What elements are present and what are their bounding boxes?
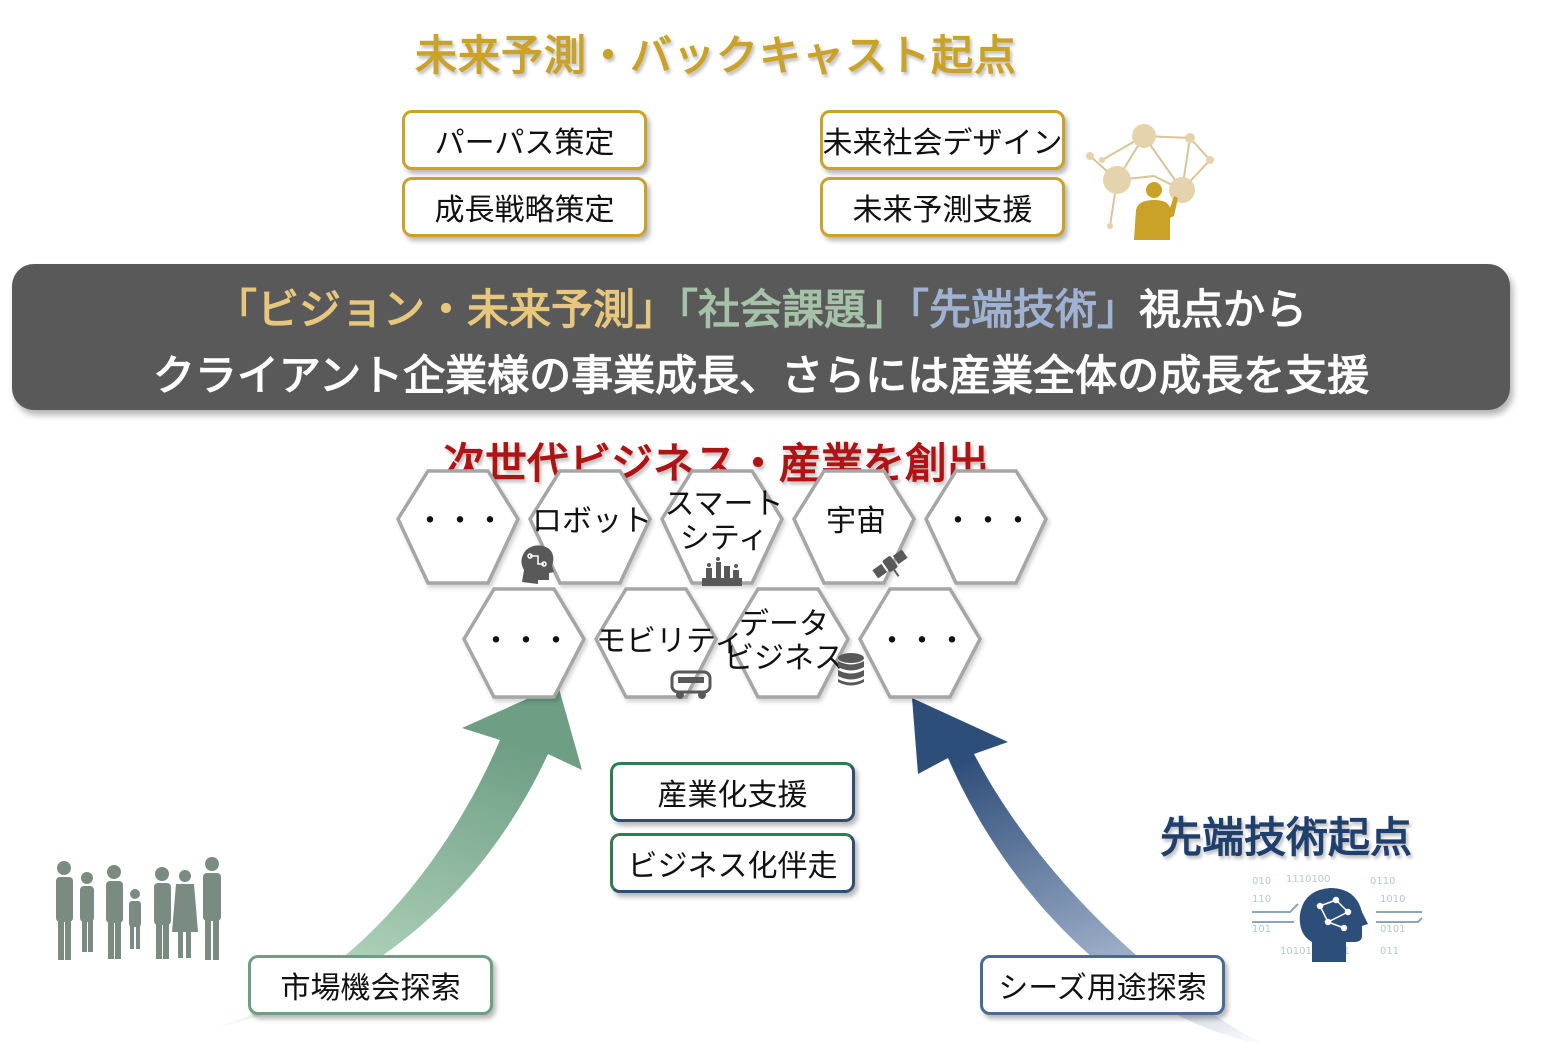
hex-row1-4 [792, 469, 916, 585]
banner-tech-text: 「先端技術」 [908, 285, 1140, 334]
hex-label-data-business: データ ビジネス [724, 607, 844, 676]
market-opportunity-box: 市場機会探索 [248, 955, 493, 1015]
hex-row2-1 [461, 587, 587, 699]
hex-row1-2 [528, 469, 652, 585]
hex-label-dots-1: ・・・ [415, 504, 505, 539]
svg-text:110: 110 [1252, 894, 1271, 905]
banner-line-1: 「ビジョン・未来予測」「社会課題」「先端技術」視点から [12, 276, 1510, 337]
people-group-icon [56, 857, 221, 960]
growth-strategy-box: 成長戦略策定 [402, 177, 647, 237]
svg-text:1010: 1010 [1380, 894, 1405, 905]
city-icon [702, 557, 742, 586]
hex-label-mobility: モビリティ [596, 624, 745, 659]
hex-label-dots-3: ・・・ [481, 624, 571, 659]
hex-label-robot: ロボット [532, 504, 652, 539]
vehicle-icon [670, 670, 712, 699]
svg-text:011: 011 [1380, 946, 1399, 957]
satellite-icon [872, 549, 908, 579]
future-society-box: 未来社会デザイン [820, 110, 1065, 170]
industrialization-box: 産業化支援 [610, 762, 855, 822]
top-title: 未来予測・バックキャスト起点 [415, 31, 1018, 80]
svg-text:1110100: 1110100 [1286, 874, 1331, 885]
robot-head-icon [521, 545, 554, 584]
hex-label-dots-4: ・・・ [877, 624, 967, 659]
vision-banner: 「ビジョン・未来予測」「社会課題」「先端技術」視点から クライアント企業様の事業… [12, 264, 1510, 410]
network-person-icon [1086, 124, 1214, 240]
banner-line-2: クライアント企業様の事業成長、さらには産業全体の成長を支援 [152, 351, 1370, 400]
svg-text:0110: 0110 [1370, 876, 1395, 887]
hex-row1-1 [396, 469, 520, 585]
svg-text:0101: 0101 [1380, 924, 1405, 935]
purpose-box: パーパス策定 [402, 110, 647, 170]
hex-label-dots-2: ・・・ [943, 504, 1033, 539]
banner-suffix-text: 視点から [1139, 285, 1308, 334]
hex-row2-2 [593, 587, 719, 699]
seeds-arrow [912, 698, 1265, 1045]
hex-label-smart-city: スマート シティ [664, 487, 784, 556]
banner-social-text: 「社会課題」 [676, 285, 908, 334]
svg-text:010: 010 [1252, 876, 1271, 887]
hex-label-space: 宇宙 [826, 504, 886, 539]
database-icon [838, 653, 864, 686]
hexagon-grid [396, 469, 1048, 699]
business-support-box: ビジネス化伴走 [610, 833, 855, 893]
banner-vision-text: 「ビジョン・未来予測」 [214, 285, 677, 334]
market-arrow [205, 685, 582, 1030]
hex-row2-3 [725, 587, 851, 699]
svg-text:101: 101 [1252, 924, 1271, 935]
tech-title: 先端技術起点 [1160, 813, 1413, 862]
hex-row1-5 [924, 469, 1048, 585]
hex-row1-3 [660, 469, 784, 585]
future-forecast-box: 未来予測支援 [820, 177, 1065, 237]
hex-row2-4 [857, 587, 983, 699]
seeds-application-box: シーズ用途探索 [980, 955, 1225, 1015]
